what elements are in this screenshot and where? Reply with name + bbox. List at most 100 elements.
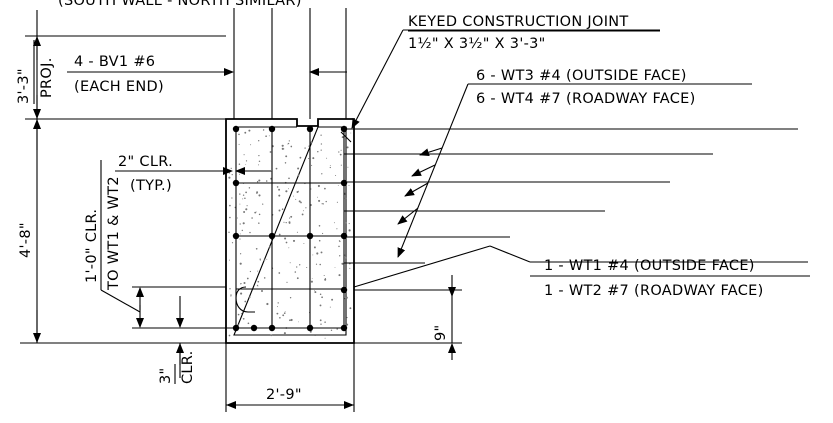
aggregate-speck [320,134,322,136]
aggregate-speck [289,262,291,264]
aggregate-speck [297,174,300,177]
aggregate-speck [335,175,337,176]
aggregate-speck [339,153,342,156]
aggregate-speck [304,147,306,149]
aggregate-speck [244,300,247,303]
nine-in-label: 9" [433,325,449,342]
aggregate-speck [228,334,231,337]
aggregate-speck [278,188,281,191]
clr-2in-label: 2" CLR. [118,154,173,170]
aggregate-speck [299,264,301,266]
aggregate-speck [262,203,264,205]
aggregate-speck [258,160,261,163]
aggregate-speck [319,304,322,307]
aggregate-speck [242,317,245,320]
aggregate-speck [346,323,349,326]
aggregate-speck [326,157,328,159]
aggregate-speck [281,147,284,150]
aggregate-speck [243,154,245,156]
rebar-dot [306,232,314,240]
concrete-section [225,118,355,344]
aggregate-speck [242,222,245,225]
aggregate-speck [263,259,266,261]
aggregate-speck [230,295,232,297]
rebar-dot [306,125,314,133]
aggregate-speck [266,258,268,260]
aggregate-speck [245,191,247,194]
aggregate-speck [284,162,287,164]
aggregate-speck [345,257,347,259]
concrete-aggregate-texture [228,129,352,339]
aggregate-speck [338,151,340,153]
aggregate-speck [331,298,334,301]
aggregate-speck [245,208,248,211]
wt1-wt2-leader [353,245,808,288]
aggregate-speck [238,133,240,136]
aggregate-speck [249,231,251,234]
aggregate-speck [318,199,321,202]
wt1-label: 1 - WT1 #4 (OUTSIDE FACE) [544,258,755,274]
aggregate-speck [244,131,247,134]
aggregate-speck [246,205,248,207]
aggregate-speck [269,246,271,248]
aggregate-speck [319,263,321,266]
aggregate-speck [238,163,241,166]
aggregate-speck [290,145,293,148]
aggregate-speck [292,195,294,197]
aggregate-speck [246,277,249,280]
aggregate-speck [255,211,257,213]
wt4-label: 6 - WT4 #7 (ROADWAY FACE) [476,91,696,107]
aggregate-speck [228,171,231,174]
aggregate-speck [276,306,278,308]
aggregate-speck [268,135,270,137]
aggregate-speck [275,167,278,170]
aggregate-speck [345,222,347,224]
aggregate-speck [310,280,313,283]
aggregate-speck [243,211,246,213]
aggregate-speck [288,188,289,190]
aggregate-speck [294,271,297,273]
aggregate-speck [341,262,344,265]
aggregate-speck [339,241,341,243]
aggregate-speck [311,164,313,166]
aggregate-speck [310,141,313,144]
proj-dim-label: 3'-3" [16,68,32,104]
aggregate-speck [329,164,331,166]
rebar-dot [340,324,348,332]
aggregate-speck [320,143,323,145]
aggregate-speck [279,317,281,319]
aggregate-speck [239,253,242,255]
aggregate-speck [322,232,324,235]
aggregate-speck [296,191,299,193]
aggregate-speck [295,198,297,200]
aggregate-speck [230,167,232,170]
aggregate-speck [312,157,315,160]
aggregate-speck [278,209,281,212]
aggregate-speck [256,192,258,194]
aggregate-speck [289,217,291,219]
aggregate-speck [300,201,302,204]
aggregate-speck [322,203,324,205]
nine-in-dimension [354,275,462,360]
aggregate-speck [282,314,285,317]
aggregate-speck [345,296,348,299]
aggregate-speck [244,197,246,200]
aggregate-speck [329,306,331,308]
aggregate-speck [341,136,344,139]
aggregate-speck [259,259,261,261]
aggregate-speck [286,281,288,283]
aggregate-speck [251,217,253,219]
aggregate-speck [245,160,248,162]
aggregate-speck [289,319,291,322]
aggregate-speck [281,208,284,210]
rebar-dot [306,324,314,332]
rebar-dot [232,179,240,187]
aggregate-speck [314,335,316,336]
aggregate-speck [236,217,238,219]
aggregate-speck [324,187,326,190]
aggregate-speck [229,288,231,290]
aggregate-speck [258,164,260,166]
aggregate-speck [323,274,325,277]
aggregate-speck [290,215,293,218]
aggregate-speck [346,317,348,319]
